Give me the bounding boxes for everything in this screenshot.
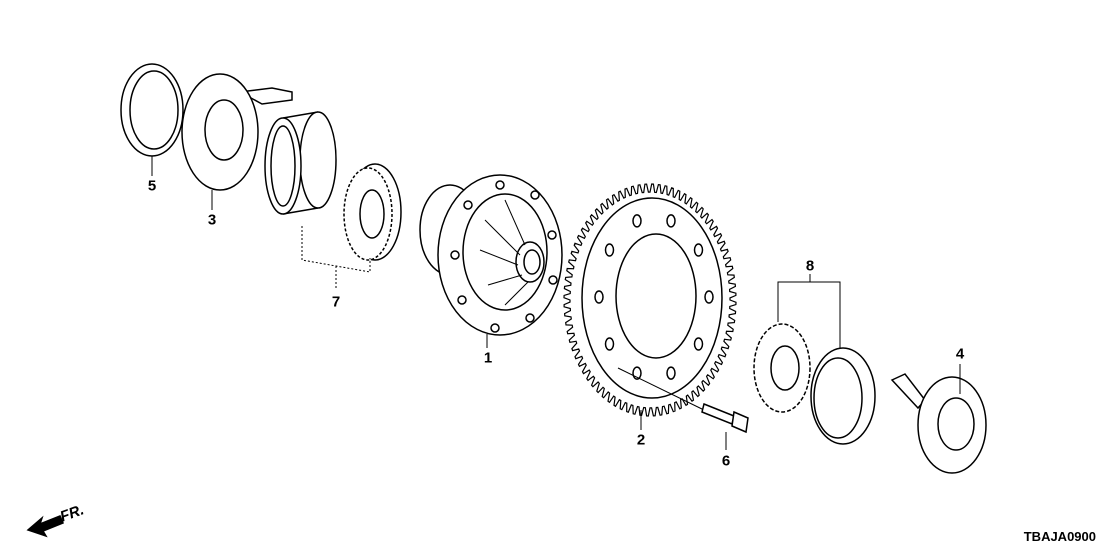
shim-ring-part-5[interactable]	[120, 63, 184, 176]
oil-guide-plate-part-4[interactable]	[890, 364, 987, 474]
callout-2: 2	[636, 431, 646, 449]
gear-bolt-hole	[604, 243, 615, 257]
bolt-part-6[interactable]	[701, 402, 749, 450]
final-driven-gear-part-2[interactable]	[563, 183, 737, 430]
gear-bolt-hole	[666, 214, 676, 228]
gear-bolt-hole	[693, 243, 704, 257]
gear-bolt-hole	[604, 337, 615, 351]
callout-4: 4	[955, 345, 965, 363]
gear-bolt-hole	[704, 290, 714, 304]
bearing-set-part-7[interactable]	[264, 111, 402, 290]
callout-5: 5	[147, 177, 157, 195]
diagram-code: TBAJA0900	[1023, 529, 1096, 544]
callout-6: 6	[721, 452, 731, 470]
gear-bolt-hole	[594, 290, 604, 304]
gear-bolt-hole	[693, 337, 704, 351]
thrust-plate-part-3[interactable]	[181, 73, 293, 210]
callout-7: 7	[331, 293, 341, 311]
gear-bolt-hole	[632, 214, 642, 228]
callout-8: 8	[805, 257, 815, 275]
tapered-bearing-part-8[interactable]	[753, 274, 876, 445]
differential-assembly-part-1[interactable]	[419, 174, 563, 348]
callout-3: 3	[207, 211, 217, 229]
callout-1: 1	[483, 349, 493, 367]
gear-bolt-hole	[666, 366, 676, 380]
front-arrow-icon	[26, 515, 64, 538]
